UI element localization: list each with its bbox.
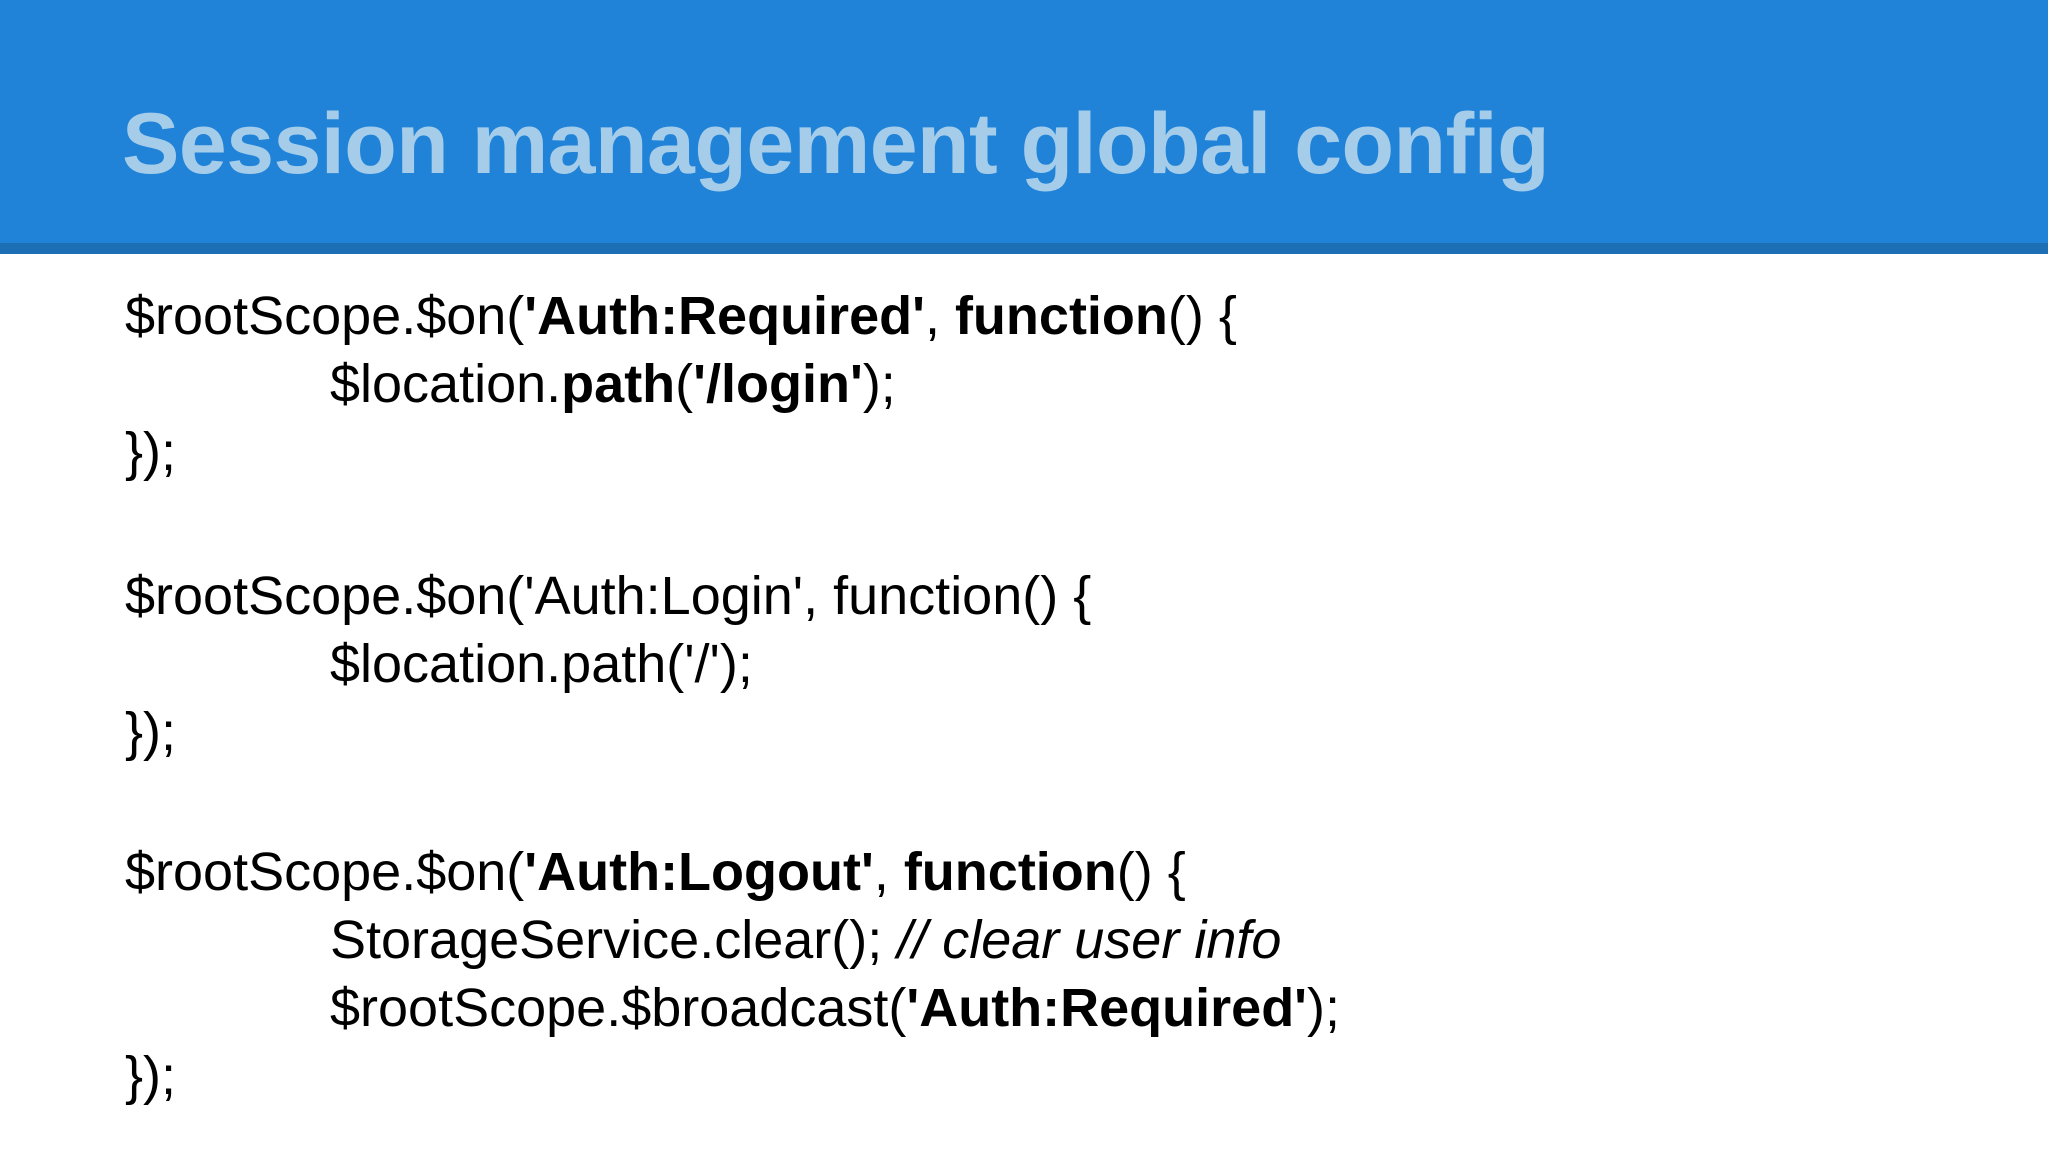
code-body: $rootScope.$on('Auth:Required', function… bbox=[0, 254, 2048, 1152]
code-segment: () { bbox=[1116, 842, 1186, 902]
code-line: $rootScope.$broadcast('Auth:Required'); bbox=[125, 974, 1975, 1042]
code-block-auth-login: $rootScope.$on('Auth:Login', function() … bbox=[125, 562, 1975, 766]
code-segment: path bbox=[561, 354, 676, 414]
code-segment: $rootScope.$broadcast( bbox=[330, 978, 907, 1038]
code-segment: , bbox=[924, 286, 955, 346]
code-line: $rootScope.$on('Auth:Login', function() … bbox=[125, 562, 1975, 630]
code-segment: '/login' bbox=[693, 354, 863, 414]
code-segment: StorageService.clear(); bbox=[330, 910, 898, 970]
page-title: Session management global config bbox=[122, 96, 1550, 192]
code-segment: function bbox=[954, 286, 1168, 346]
code-segment: }); bbox=[125, 702, 177, 762]
code-segment: $location. bbox=[330, 354, 562, 414]
code-line: $rootScope.$on('Auth:Logout', function()… bbox=[125, 838, 1975, 906]
code-segment: $rootScope.$on( bbox=[125, 842, 525, 902]
code-segment: 'Auth:Logout' bbox=[524, 842, 874, 902]
code-line: $location.path('/'); bbox=[125, 630, 1975, 698]
code-segment: ( bbox=[675, 354, 694, 414]
code-segment: // clear user info bbox=[897, 910, 1282, 970]
code-segment: ); bbox=[1307, 978, 1341, 1038]
code-segment: $rootScope.$on( bbox=[125, 286, 525, 346]
code-line: StorageService.clear(); // clear user in… bbox=[125, 906, 1975, 974]
code-line: $rootScope.$on('Auth:Required', function… bbox=[125, 282, 1975, 350]
code-line: }); bbox=[125, 418, 1975, 486]
code-segment: $location.path('/'); bbox=[330, 634, 753, 694]
code-line: }); bbox=[125, 1042, 1975, 1110]
slide-header-bar bbox=[0, 0, 2048, 243]
code-segment: () { bbox=[1167, 286, 1237, 346]
code-line: }); bbox=[125, 698, 1975, 766]
code-segment: ); bbox=[862, 354, 896, 414]
code-segment: function bbox=[903, 842, 1117, 902]
code-segment: 'Auth:Required' bbox=[906, 978, 1308, 1038]
code-segment: $rootScope.$on('Auth:Login', function() … bbox=[125, 566, 1092, 626]
code-segment: }); bbox=[125, 1046, 177, 1106]
slide-header-divider bbox=[0, 243, 2048, 254]
code-line: $location.path('/login'); bbox=[125, 350, 1975, 418]
code-block-auth-required: $rootScope.$on('Auth:Required', function… bbox=[125, 282, 1975, 486]
code-segment: 'Auth:Required' bbox=[524, 286, 925, 346]
code-segment: , bbox=[873, 842, 904, 902]
code-block-auth-logout: $rootScope.$on('Auth:Logout', function()… bbox=[125, 838, 1975, 1110]
code-segment: }); bbox=[125, 422, 177, 482]
